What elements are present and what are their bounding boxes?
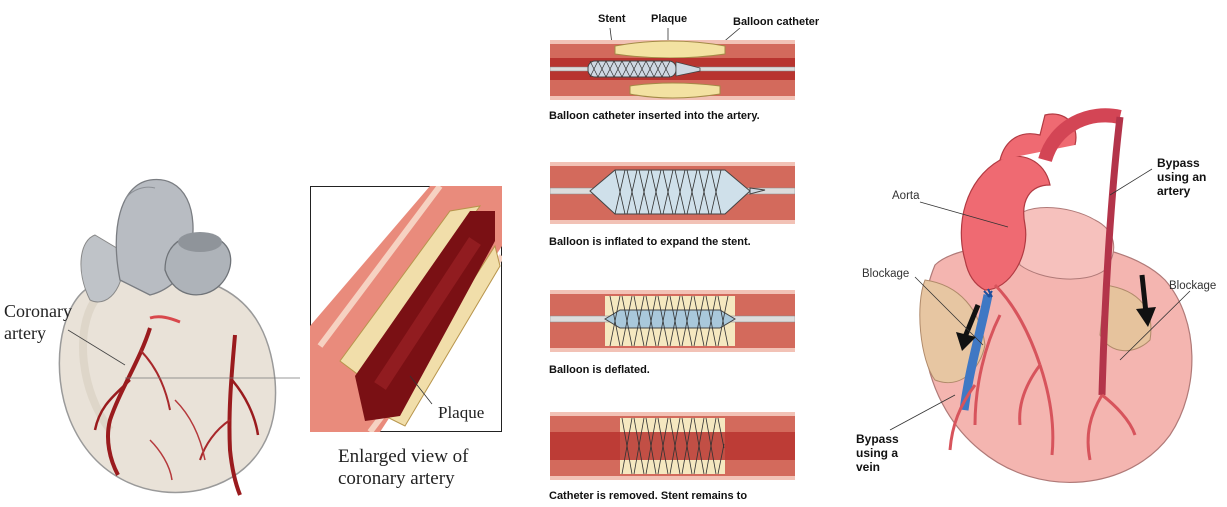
plaque-label-stent: Plaque bbox=[651, 13, 687, 25]
stent-step-2 bbox=[550, 162, 795, 224]
step-4-caption: Catheter is removed. Stent remains to bbox=[549, 490, 747, 502]
plaque-label-enlarged: Plaque bbox=[438, 402, 484, 424]
stent-step-1 bbox=[550, 28, 795, 106]
step-2-caption: Balloon is inflated to expand the stent. bbox=[549, 236, 751, 248]
bypass-artery-label-2: using an bbox=[1157, 170, 1206, 184]
enlarged-artery-view bbox=[310, 186, 502, 432]
stent-step-4 bbox=[550, 412, 795, 480]
bypass-artery-label-1: Bypass bbox=[1157, 156, 1206, 170]
aorta-label: Aorta bbox=[892, 190, 920, 202]
bypass-vein-label-1: Bypass bbox=[856, 432, 899, 446]
bypass-vein-label-3: vein bbox=[856, 460, 899, 474]
enlarged-caption-line1: Enlarged view of bbox=[338, 446, 469, 468]
coronary-artery-label: Coronary bbox=[4, 300, 72, 322]
step-3-caption: Balloon is deflated. bbox=[549, 364, 650, 376]
bypass-artery-label-3: artery bbox=[1157, 184, 1206, 198]
step-1-caption: Balloon catheter inserted into the arter… bbox=[549, 110, 760, 122]
enlarged-caption-line2: coronary artery bbox=[338, 468, 469, 490]
coronary-artery-label-2: artery bbox=[4, 322, 72, 344]
stent-step-3 bbox=[550, 290, 795, 352]
bypass-vein-label-2: using a bbox=[856, 446, 899, 460]
stent-label: Stent bbox=[598, 13, 626, 25]
blockage-left-label: Blockage bbox=[862, 268, 909, 280]
blockage-right-label: Blockage bbox=[1169, 280, 1216, 292]
balloon-catheter-label: Balloon catheter bbox=[733, 16, 819, 28]
